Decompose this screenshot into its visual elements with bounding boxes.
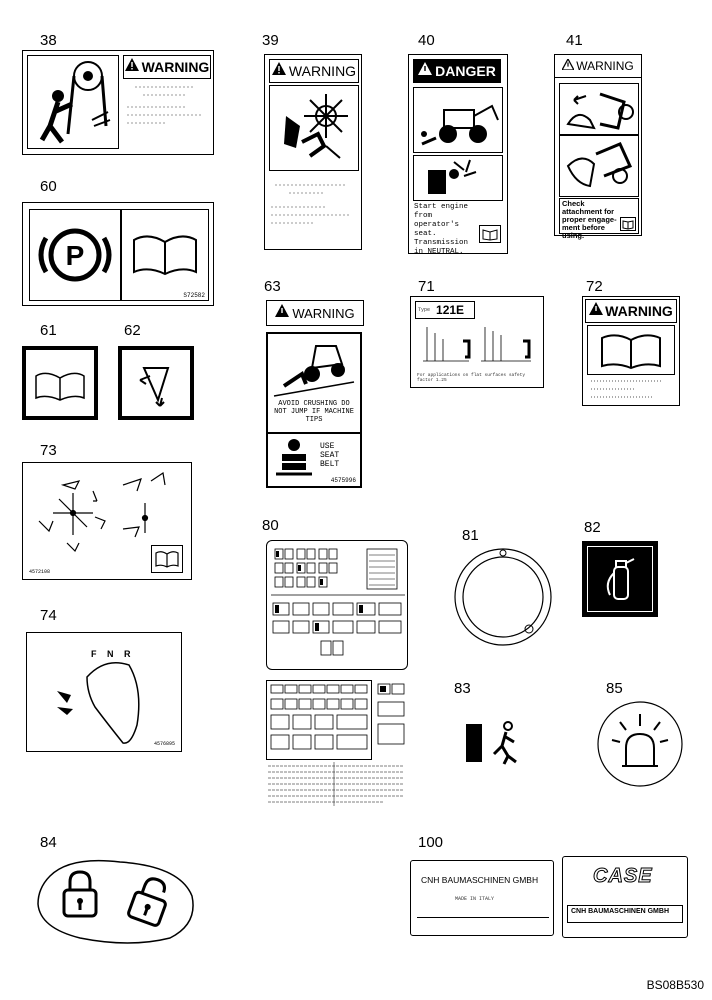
callout-62: 62 xyxy=(124,322,141,339)
decal-100-nameplates: CNH BAUMASCHINEN GMBH MADE IN ITALY CASE… xyxy=(410,856,690,940)
warning-triangle-icon xyxy=(561,57,576,75)
warning-triangle-icon xyxy=(124,58,139,76)
callout-83: 83 xyxy=(454,680,471,697)
callout-60: 60 xyxy=(40,178,57,195)
decal-62-lift-point xyxy=(118,346,194,420)
danger-instruction-text: Start engine from operator's seat. Trans… xyxy=(414,203,469,256)
callout-100: 100 xyxy=(418,834,444,851)
decal-83-emergency-exit xyxy=(456,702,538,784)
warning-heading: WARNING xyxy=(141,59,210,75)
callout-71: 71 xyxy=(418,278,435,295)
warning-triangle-icon xyxy=(589,302,604,320)
parking-brake-pictogram: P xyxy=(29,209,121,301)
warning-heading: WARNING xyxy=(605,303,673,319)
seat-belt-text: USE SEAT BELT xyxy=(320,442,340,469)
decal-82-fire-extinguisher xyxy=(582,541,658,617)
svg-text:P: P xyxy=(66,240,85,271)
fan-pictogram xyxy=(269,85,359,171)
decal-38-entanglement-warning: WARNING xyxy=(22,50,214,155)
callout-40: 40 xyxy=(418,32,435,49)
decal-80-fuse-layout xyxy=(264,540,412,806)
decal-61-manual xyxy=(22,346,98,420)
callout-41: 41 xyxy=(566,32,583,49)
nameplate-right: CASE CNH BAUMASCHINEN GMBH xyxy=(562,856,688,938)
callout-39: 39 xyxy=(262,32,279,49)
decal-73-control-pattern: 4572108 xyxy=(22,462,192,580)
part-number: S72582 xyxy=(183,292,205,299)
part-number: 4572108 xyxy=(29,569,51,575)
spark-pictogram xyxy=(413,155,503,201)
manual-book-icon xyxy=(121,209,209,301)
nameplate-left: CNH BAUMASCHINEN GMBH MADE IN ITALY xyxy=(410,860,554,936)
callout-61: 61 xyxy=(40,322,57,339)
callout-72: 72 xyxy=(586,278,603,295)
callout-73: 73 xyxy=(40,442,57,459)
part-number: 4576895 xyxy=(153,741,175,747)
decal-63-rollover-warning: WARNING AVOID CRUSHING DO NOT JUMP IF MA… xyxy=(266,300,364,488)
callout-38: 38 xyxy=(40,32,57,49)
loader-runover-pictogram xyxy=(413,87,503,153)
danger-heading: DANGER xyxy=(435,63,496,79)
rollover-pictogram xyxy=(272,338,356,398)
callout-74: 74 xyxy=(40,607,57,624)
decal-39-fan-warning: WARNING xyxy=(264,54,362,250)
manual-book-icon xyxy=(587,325,675,375)
fnr-label: F N R xyxy=(91,649,135,659)
decal-84-lock-unlock xyxy=(30,852,200,948)
attachment-pictogram-bottom xyxy=(559,135,639,197)
manual-book-icon xyxy=(479,225,501,243)
decal-85-beacon xyxy=(596,700,684,788)
decal-81-ring xyxy=(452,546,554,648)
fuse-box-upper xyxy=(266,540,408,670)
callout-85: 85 xyxy=(606,680,623,697)
case-brand-logo: CASE xyxy=(593,865,653,888)
part-number: 4575996 xyxy=(330,477,356,484)
decal-60-parking-brake: P S72582 xyxy=(22,202,214,306)
danger-triangle-icon xyxy=(418,62,433,80)
attachment-instruction-text: Check attachment for proper engage-ment … xyxy=(562,199,617,240)
company-name: CNH BAUMASCHINEN GMBH xyxy=(421,875,539,885)
decal-71-capacity-chart: Type 121E For applications on flat surfa… xyxy=(410,296,544,388)
company-name-2: CNH BAUMASCHINEN GMBH xyxy=(571,908,669,915)
manual-book-icon xyxy=(620,217,636,231)
callout-84: 84 xyxy=(40,834,57,851)
warning-triangle-icon xyxy=(275,304,290,322)
model-name: 121E xyxy=(436,303,465,317)
callout-63: 63 xyxy=(264,278,281,295)
model-label: Type xyxy=(418,306,431,313)
decal-74-shift-pattern: F N R 4576895 xyxy=(26,632,182,752)
fuse-box-lower xyxy=(266,680,372,760)
relay-legend xyxy=(376,682,406,752)
seat-belt-pictogram xyxy=(272,438,316,478)
decal-72-manual-warning: WARNING xyxy=(582,296,680,406)
made-in-label: MADE IN ITALY xyxy=(455,896,495,902)
callout-80: 80 xyxy=(262,517,279,534)
fuse-legend-table xyxy=(268,762,404,806)
callout-82: 82 xyxy=(584,519,601,536)
decal-40-danger-start: DANGER Start engine from operator's seat… xyxy=(408,54,508,256)
warning-heading: WARNING xyxy=(576,59,634,73)
attachment-pictogram-top xyxy=(559,83,639,135)
entanglement-pictogram xyxy=(27,55,119,149)
callout-81: 81 xyxy=(462,527,479,544)
warning-heading: WARNING xyxy=(288,63,357,79)
capacity-note: For applications on flat surfaces safety… xyxy=(417,373,526,383)
manual-book-icon xyxy=(151,545,183,573)
warning-heading: WARNING xyxy=(292,305,355,321)
warning-triangle-icon xyxy=(271,62,286,80)
figure-code: BS08B530 xyxy=(646,978,704,992)
decal-41-attachment-warning: WARNING Check attachment for proper enga… xyxy=(554,54,642,240)
faded-text-block xyxy=(125,81,207,145)
crushing-instruction-text: AVOID CRUSHING DO NOT JUMP IF MACHINE TI… xyxy=(274,400,354,424)
